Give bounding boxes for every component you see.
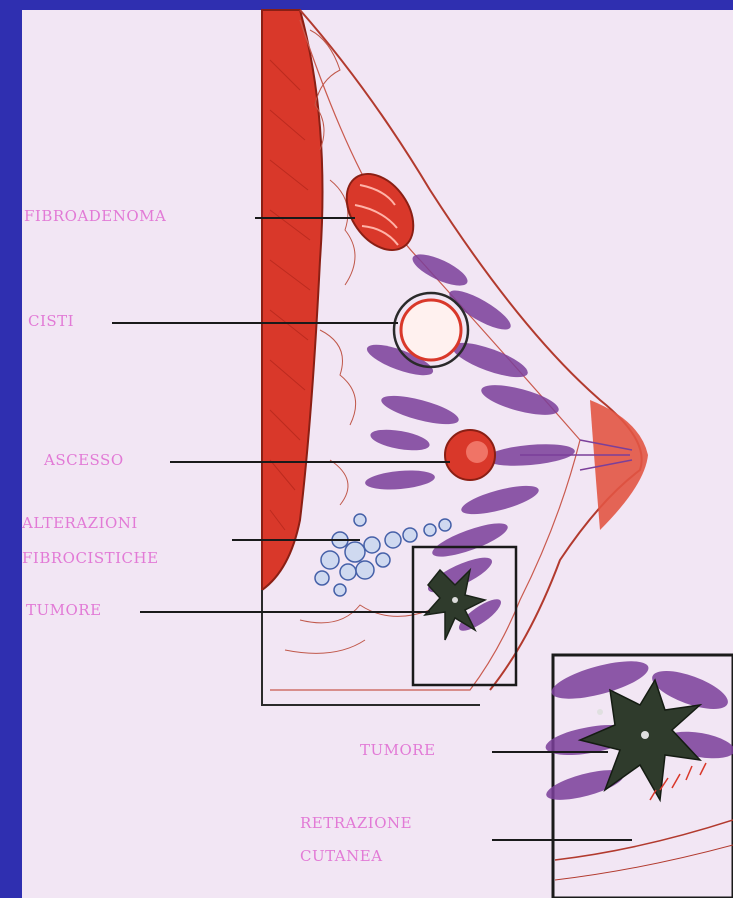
abscess bbox=[445, 430, 495, 480]
label-tumore-inset: TUMORE bbox=[360, 742, 436, 759]
label-retrazione-line2: CUTANEA bbox=[300, 848, 383, 865]
label-retrazione-line1: RETRAZIONE bbox=[300, 815, 412, 832]
chest-muscle bbox=[262, 10, 323, 590]
label-tumore-main: TUMORE bbox=[26, 602, 102, 619]
nipple bbox=[590, 400, 648, 530]
label-alterazioni-line1: ALTERAZIONI bbox=[22, 515, 138, 532]
fibroadenoma-mass bbox=[333, 162, 427, 263]
label-fibroadenoma: FIBROADENOMA bbox=[24, 208, 166, 225]
label-cisti: CISTI bbox=[28, 313, 74, 330]
inset-zoom bbox=[543, 654, 733, 898]
label-ascesso: ASCESSO bbox=[44, 452, 124, 469]
label-alterazioni-line2: FIBROCISTICHE bbox=[22, 550, 159, 567]
cyst bbox=[394, 293, 468, 367]
